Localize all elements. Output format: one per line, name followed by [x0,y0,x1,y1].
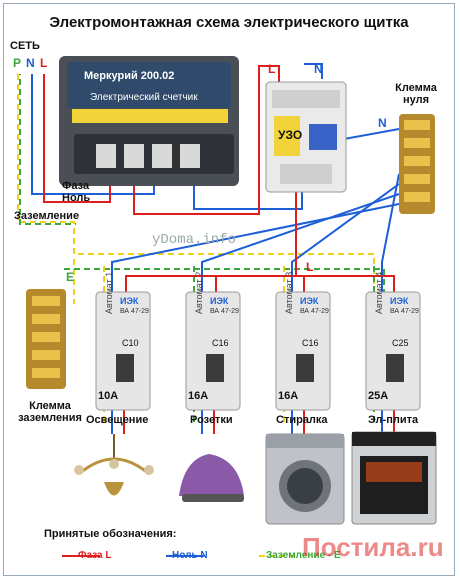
ground-clamp [26,289,66,389]
breaker-1-brand: ИЭК [120,296,139,306]
electricity-meter [59,56,239,186]
phase-bus-letter: L [306,260,314,274]
breaker-2-curve: C16 [212,338,229,348]
supply-letter-n: N [26,56,35,70]
legend-neutral: Ноль N [172,550,208,561]
stove-icon [351,431,437,525]
breaker-1-load: Освещение [86,414,149,426]
breaker-3-brand: ИЭК [300,296,319,306]
breaker-2 [185,291,241,411]
breaker-3 [275,291,331,411]
breaker-4-curve: C25 [392,338,409,348]
meter-caption: Электрический счетчик [90,92,198,103]
breaker-3-rating: 16A [278,390,299,402]
uzo-letter-n: N [314,62,323,76]
breaker-1-label: Автомат 1 [104,271,114,314]
ground-label: Заземление [14,210,80,222]
breaker-3-curve: C16 [302,338,319,348]
washing-machine-icon [265,433,345,525]
breaker-4-model: ВА 47-29 [390,308,419,315]
breaker-1-curve: C10 [122,338,139,348]
breaker-1-model: ВА 47-29 [120,308,149,315]
breaker-2-load: Розетки [190,414,233,426]
phase-label: Фаза [62,180,90,192]
legend-ground: Заземление - E [266,550,341,561]
breaker-2-rating: 16A [188,390,209,402]
supply-letter-p: P [13,56,22,70]
footer-watermark: Постила.ru [302,532,444,562]
breaker-4-brand: ИЭК [390,296,409,306]
breaker-2-label: Автомат 2 [194,271,204,314]
diagram-title: Электромонтажная схема электрического щи… [49,14,409,31]
neutral-label: Ноль [62,192,91,204]
diagram-frame: Электромонтажная схема электрического щи… [3,3,455,576]
neutral-clamp-letter: N [378,116,387,130]
breaker-2-model: ВА 47-29 [210,308,239,315]
legend-phase: Фаза L [78,550,112,561]
breaker-2-brand: ИЭК [210,296,229,306]
watermark: yDoma.info [152,232,237,248]
legend-title: Принятые обозначения: [44,528,177,540]
supply-letter-l: L [40,56,48,70]
breaker-3-load: Стиралка [276,414,328,426]
breaker-1 [95,291,151,411]
uzo-letter-l: L [268,62,276,76]
breaker-4-load: Эл-плита [368,414,419,426]
neutral-clamp-label: Клемма нуля [395,82,437,106]
breaker-4-rating: 25A [368,390,389,402]
uzo-label: УЗО [278,128,303,142]
breaker-4-label: Автомат 4 [374,271,384,314]
breaker-4 [365,291,421,411]
uzo-device [265,81,347,193]
ground-clamp-letter: E [66,270,75,284]
ground-clamp-label: Клемма заземления [18,400,82,424]
supply-label: СЕТЬ [10,40,40,52]
wiring-diagram [17,56,437,557]
breaker-1-rating: 10A [98,390,119,402]
iron-icon [179,454,244,502]
meter-model: Меркурий 200.02 [84,70,175,82]
breaker-3-model: ВА 47-29 [300,308,329,315]
chandelier-icon [74,434,154,496]
breaker-3-label: Автомат 3 [284,271,294,314]
meter-terminals [96,144,200,168]
neutral-clamp [399,114,435,214]
